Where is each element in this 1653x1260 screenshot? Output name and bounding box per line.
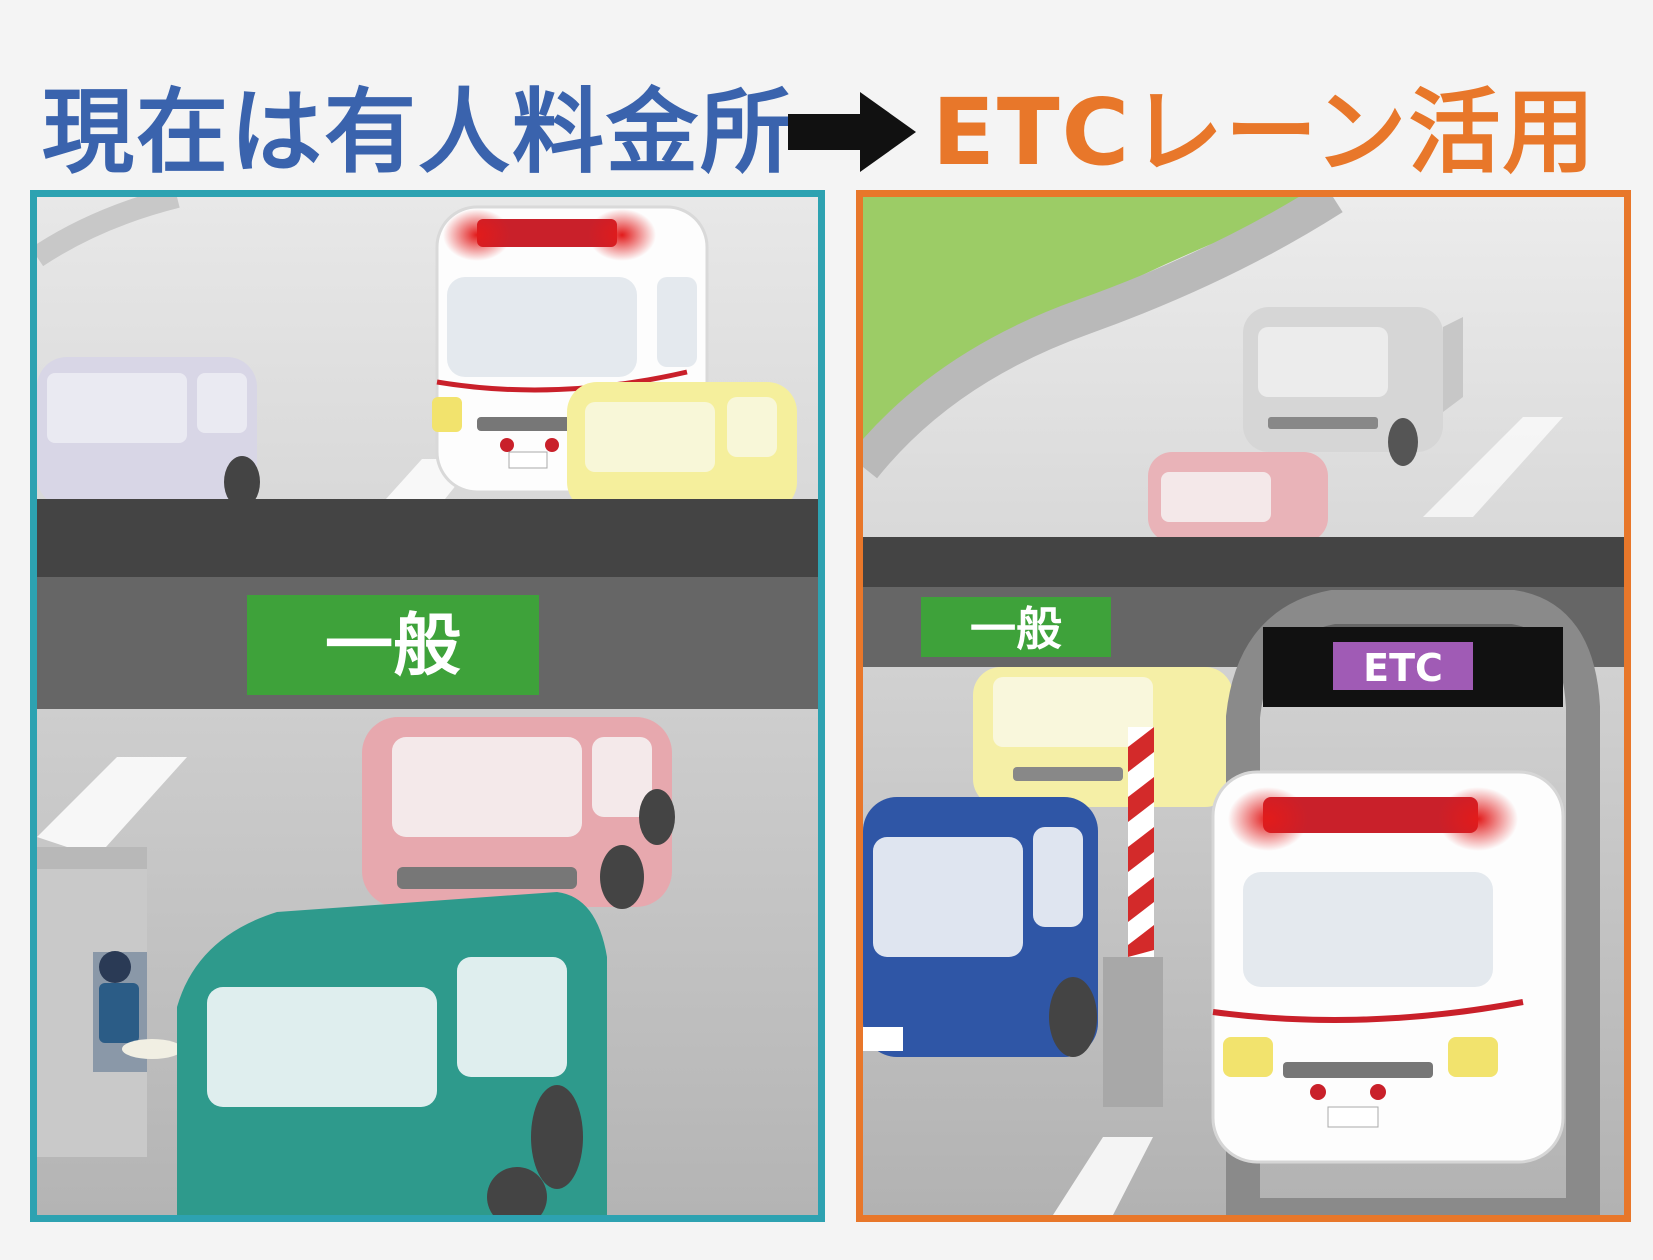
car-icon: [1243, 307, 1463, 466]
car-icon: [567, 382, 797, 512]
ambulance-icon: [1211, 770, 1565, 1164]
car-icon: [1148, 452, 1328, 542]
car-icon: [973, 667, 1233, 807]
etc-gate-icon: ETC: [1226, 590, 1600, 1215]
general-lane-sign: 一般: [247, 595, 539, 695]
car-icon: [362, 717, 675, 909]
car-icon: [177, 892, 607, 1215]
car-icon: [37, 357, 260, 508]
headline-future: ETCレーン活用: [932, 79, 1597, 186]
svg-text:一般: 一般: [325, 607, 461, 686]
svg-text:ETC: ETC: [1363, 646, 1443, 690]
arrow-right-icon: [788, 92, 916, 172]
svg-text:一般: 一般: [970, 602, 1062, 656]
toll-booth-icon: [37, 847, 182, 1157]
general-lane-sign: 一般: [921, 597, 1111, 657]
car-icon: [863, 797, 1098, 1057]
barrier-pole: [1103, 727, 1163, 1107]
panel-current-staffed-toll: 一般: [30, 190, 825, 1222]
headline-current: 現在は有人料金所: [42, 79, 795, 186]
panel-etc-lane: 一般 ETC: [856, 190, 1631, 1222]
